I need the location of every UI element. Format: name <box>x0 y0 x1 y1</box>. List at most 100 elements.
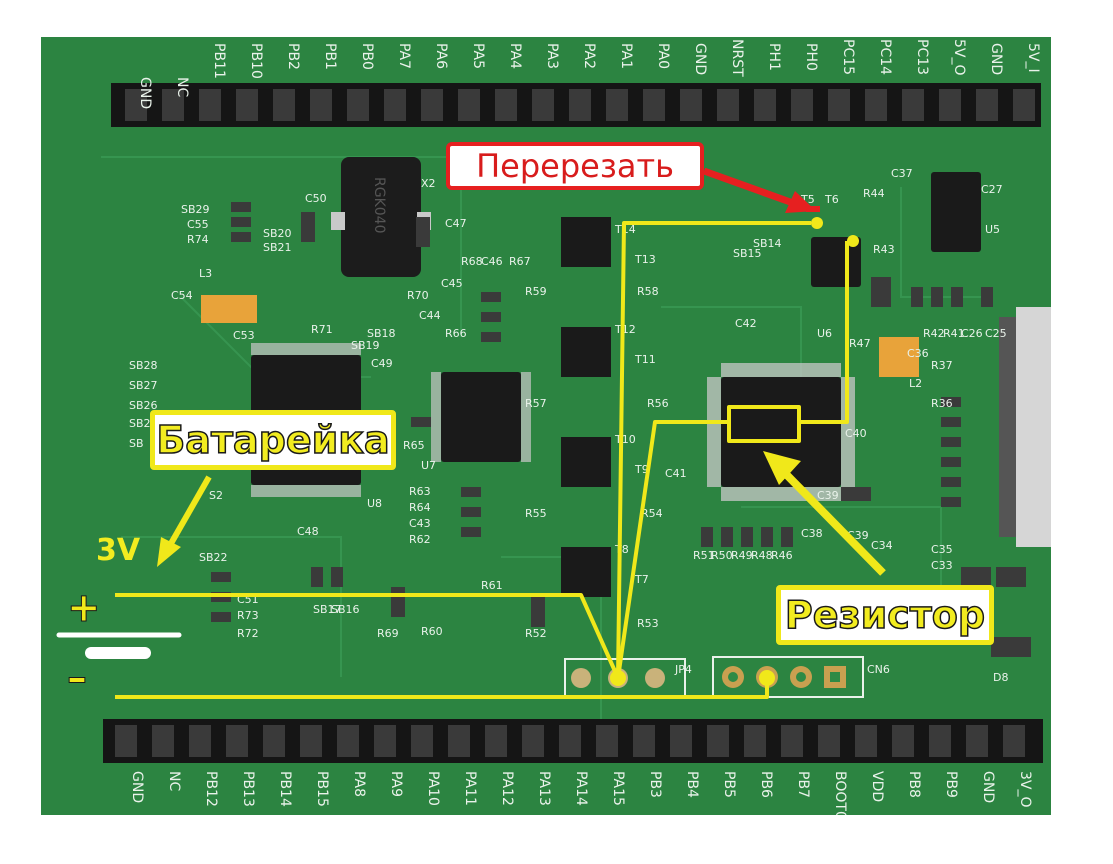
svg-text:C43: C43 <box>409 517 431 530</box>
svg-text:C44: C44 <box>419 309 441 322</box>
crystal: RGK040 <box>331 157 431 277</box>
cut-label: Перерезать <box>476 147 674 185</box>
top-pin-label: PB10 <box>248 43 264 79</box>
bottom-pin-label: GND <box>129 771 145 803</box>
bottom-pin-label: GND <box>980 771 996 803</box>
svg-text:C27: C27 <box>981 183 1003 196</box>
top-pin-label: PA0 <box>655 43 671 69</box>
resistor-callout: Резистор <box>776 585 994 645</box>
svg-text:D8: D8 <box>993 671 1008 684</box>
svg-text:SB: SB <box>129 437 144 450</box>
svg-text:C35: C35 <box>931 543 953 556</box>
svg-text:C55: C55 <box>187 218 209 231</box>
top-pin-label: PC15 <box>840 39 856 75</box>
svg-text:SB17: SB17 <box>313 603 342 616</box>
svg-text:S2: S2 <box>209 489 223 502</box>
top-pin-labels: GND NC PB11 PB10 PB2 PB1 PB0 PA7 PA6 PA5… <box>137 39 1041 109</box>
svg-text:R58: R58 <box>637 285 659 298</box>
bottom-pin-label: PA15 <box>610 771 626 806</box>
right-connector <box>999 307 1051 547</box>
top-pin-label: PA3 <box>544 43 560 69</box>
top-pin-label: PA7 <box>396 43 412 69</box>
top-pin-label: PC13 <box>914 39 930 75</box>
top-pin-label: PA6 <box>433 43 449 69</box>
svg-text:C54: C54 <box>171 289 193 302</box>
top-pin-label: GND <box>988 43 1004 75</box>
svg-text:T11: T11 <box>634 353 656 366</box>
top-pin-label: PB2 <box>285 43 301 70</box>
svg-text:R59: R59 <box>525 285 547 298</box>
svg-text:R73: R73 <box>237 609 259 622</box>
bottom-pin-label: 3V_O <box>1017 771 1033 808</box>
svg-text:R49: R49 <box>731 549 753 562</box>
svg-text:R66: R66 <box>445 327 467 340</box>
svg-text:R36: R36 <box>931 397 953 410</box>
annotation-dots <box>610 217 859 686</box>
svg-text:SB15: SB15 <box>733 247 762 260</box>
svg-text:R51: R51 <box>693 549 715 562</box>
resistor-label: Резистор <box>784 593 986 637</box>
svg-text:U7: U7 <box>421 459 436 472</box>
top-pin-label: NC <box>174 77 190 97</box>
annotation-wiring <box>115 221 849 699</box>
bottom-pin-label: PA10 <box>425 771 441 806</box>
bottom-pin-label: PB7 <box>795 771 811 798</box>
svg-text:C34: C34 <box>871 539 893 552</box>
svg-text:R43: R43 <box>873 243 895 256</box>
svg-text:T10: T10 <box>614 433 636 446</box>
svg-text:R60: R60 <box>421 625 443 638</box>
svg-text:U5: U5 <box>985 223 1000 236</box>
top-pin-label: NRST <box>729 39 745 77</box>
bottom-pin-label: PB6 <box>758 771 774 798</box>
svg-text:C36: C36 <box>907 347 929 360</box>
svg-text:R54: R54 <box>641 507 663 520</box>
svg-text:L2: L2 <box>909 377 922 390</box>
svg-text:T9: T9 <box>634 463 649 476</box>
svg-text:R70: R70 <box>407 289 429 302</box>
svg-text:R64: R64 <box>409 501 431 514</box>
svg-text:R62: R62 <box>409 533 431 546</box>
svg-text:C45: C45 <box>441 277 463 290</box>
svg-text:R71: R71 <box>311 323 333 336</box>
bottom-pin-label: PA11 <box>462 771 478 806</box>
svg-text:SB28: SB28 <box>129 359 158 372</box>
svg-text:R72: R72 <box>237 627 259 640</box>
svg-text:JP4: JP4 <box>674 663 692 676</box>
svg-text:C46: C46 <box>481 255 503 268</box>
svg-text:C50: C50 <box>305 192 327 205</box>
svg-text:SB16: SB16 <box>331 603 360 616</box>
battery-minus: – <box>67 655 87 701</box>
battery-symbol <box>56 632 182 659</box>
bottom-pin-label: PB4 <box>684 771 700 798</box>
bottom-pin-label: PB13 <box>240 771 256 807</box>
svg-text:R46: R46 <box>771 549 793 562</box>
svg-text:R68: R68 <box>461 255 483 268</box>
bottom-pin-label: PA8 <box>351 771 367 797</box>
bottom-pin-label: NC <box>166 771 182 791</box>
bottom-pin-label: PB12 <box>203 771 219 807</box>
svg-text:R67: R67 <box>509 255 531 268</box>
svg-text:SB2: SB2 <box>129 417 151 430</box>
bottom-pin-label: BOOT0 <box>832 771 848 815</box>
svg-text:C26: C26 <box>961 327 983 340</box>
tantalum-caps <box>201 295 919 377</box>
svg-text:R56: R56 <box>647 397 669 410</box>
svg-text:SB19: SB19 <box>351 339 380 352</box>
top-pin-label: GND <box>692 43 708 75</box>
svg-text:SB27: SB27 <box>129 379 158 392</box>
svg-text:SB21: SB21 <box>263 241 292 254</box>
bottom-pin-label: PA13 <box>536 771 552 806</box>
svg-text:R47: R47 <box>849 337 871 350</box>
bottom-pin-label: PB5 <box>721 771 737 798</box>
top-pin-label: PB1 <box>322 43 338 70</box>
svg-text:R37: R37 <box>931 359 953 372</box>
bottom-pin-labels: GND NC PB12 PB13 PB14 PB15 PA8 PA9 PA10 … <box>129 771 1033 815</box>
svg-text:R55: R55 <box>525 507 547 520</box>
silkscreen-refdes: SB29 C55 R74 SB20 SB21 L3 C54 C53 C50 X2… <box>129 167 1008 684</box>
bottom-pin-label: PB3 <box>647 771 663 798</box>
svg-text:CN6: CN6 <box>867 663 890 676</box>
bottom-pin-label: PA12 <box>499 771 515 806</box>
top-pin-label: PA5 <box>470 43 486 69</box>
bottom-pin-label: PB9 <box>943 771 959 798</box>
battery-callout: Батарейка <box>150 410 396 470</box>
